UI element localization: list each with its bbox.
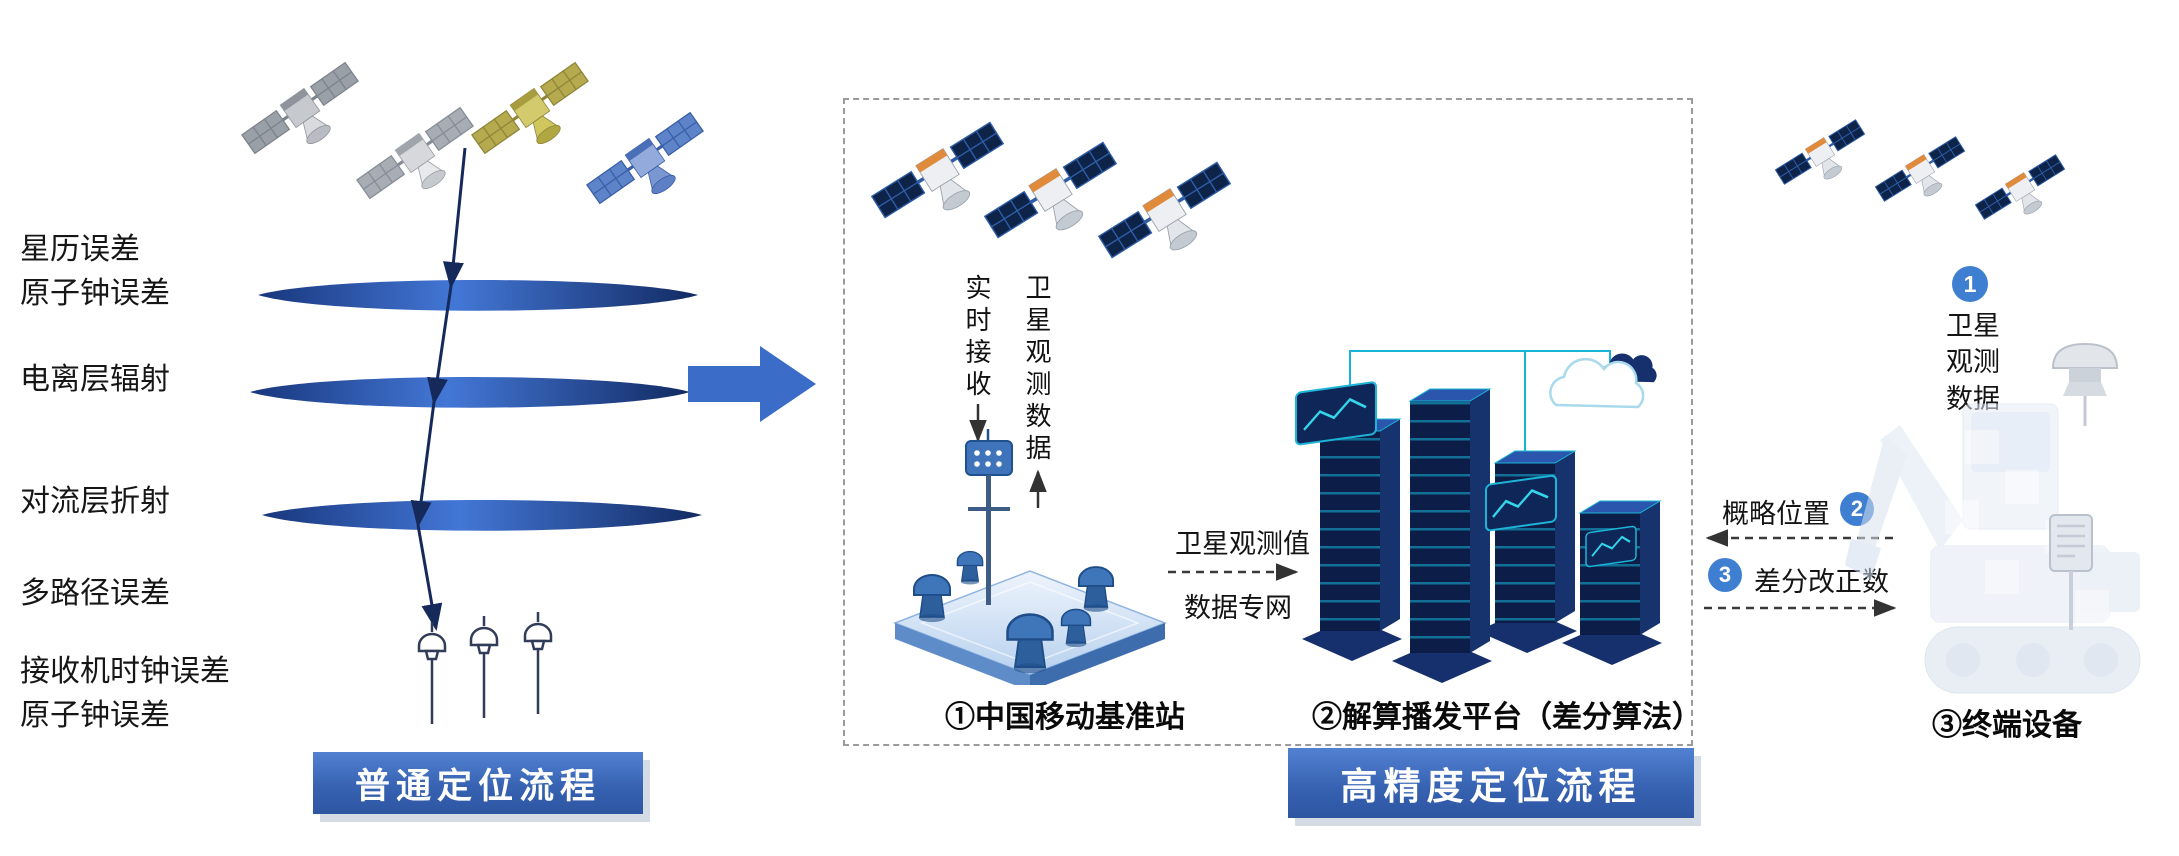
satellite-icon xyxy=(1095,158,1248,280)
cloud-icon xyxy=(1549,357,1645,409)
atmosphere-layer xyxy=(258,280,698,311)
step-3-badge: 3 xyxy=(1708,558,1742,592)
station-caption: ①中国移动基准站 xyxy=(945,701,1185,734)
gnss-receiver-icon xyxy=(523,610,553,716)
link-label-top: 卫星观测值 xyxy=(1175,529,1310,559)
error-label-multipath: 多路径误差 xyxy=(20,577,170,610)
link-label-bottom: 数据专网 xyxy=(1184,593,1292,623)
step-1-badge: 1 xyxy=(1952,266,1988,302)
realtime-receive-label: 实时接收 xyxy=(962,274,991,402)
server-platform-illustration xyxy=(1295,350,1662,683)
atmosphere-layer xyxy=(262,500,702,531)
error-label-troposphere: 对流层折射 xyxy=(20,485,170,518)
antenna-dome-icon xyxy=(956,550,984,586)
station-pole xyxy=(986,475,991,605)
chart-screen-icon xyxy=(1485,474,1557,532)
chart-screen-icon xyxy=(1585,525,1637,568)
atmosphere-layer xyxy=(250,377,690,408)
arrow-down-icon xyxy=(969,404,987,443)
atmosphere-layers-and-signal-path xyxy=(250,147,702,631)
controller-device-icon xyxy=(2049,514,2093,630)
chart-screen-icon xyxy=(1295,381,1377,446)
ordinary-flow-button[interactable]: 普通定位流程 xyxy=(313,752,643,814)
high-precision-flow-button[interactable]: 高精度定位流程 xyxy=(1288,748,1694,818)
gnss-receiver-icon xyxy=(469,614,499,720)
receiver-device-box xyxy=(965,440,1013,476)
high-precision-dashed-box xyxy=(843,98,1693,746)
link-arrow-icon xyxy=(1168,563,1299,581)
satellite-obs-label: 卫星观测数据 xyxy=(1022,274,1051,466)
gnss-dome-icon xyxy=(2051,342,2119,426)
error-label-receiver-clock: 接收机时钟误差 原子钟误差 xyxy=(20,655,230,732)
diff-correction-arrow-icon xyxy=(1704,599,1897,617)
approx-position-label: 概略位置 xyxy=(1722,499,1830,529)
gnss-receiver-icon xyxy=(417,620,447,726)
server-tower xyxy=(1302,418,1402,661)
device-caption: ③终端设备 xyxy=(1932,709,2082,742)
platform-caption: ②解算播发平台（差分算法） xyxy=(1312,701,1702,734)
base-station-illustration xyxy=(892,429,1168,685)
signal-zigzag-arrow xyxy=(410,147,467,631)
flow-transition-arrow-icon xyxy=(688,346,816,422)
gnss-receiver-icons xyxy=(417,610,553,726)
excavator-body xyxy=(1845,403,2141,694)
satellite-icon xyxy=(1973,152,2077,238)
excavator-illustration xyxy=(1845,342,2141,694)
arrow-up-icon xyxy=(1029,469,1047,508)
error-label-ephemeris: 星历误差 原子钟误差 xyxy=(20,233,170,310)
error-label-ionosphere: 电离层辐射 xyxy=(20,363,170,396)
server-tower xyxy=(1392,388,1492,683)
server-tower xyxy=(1562,500,1662,665)
